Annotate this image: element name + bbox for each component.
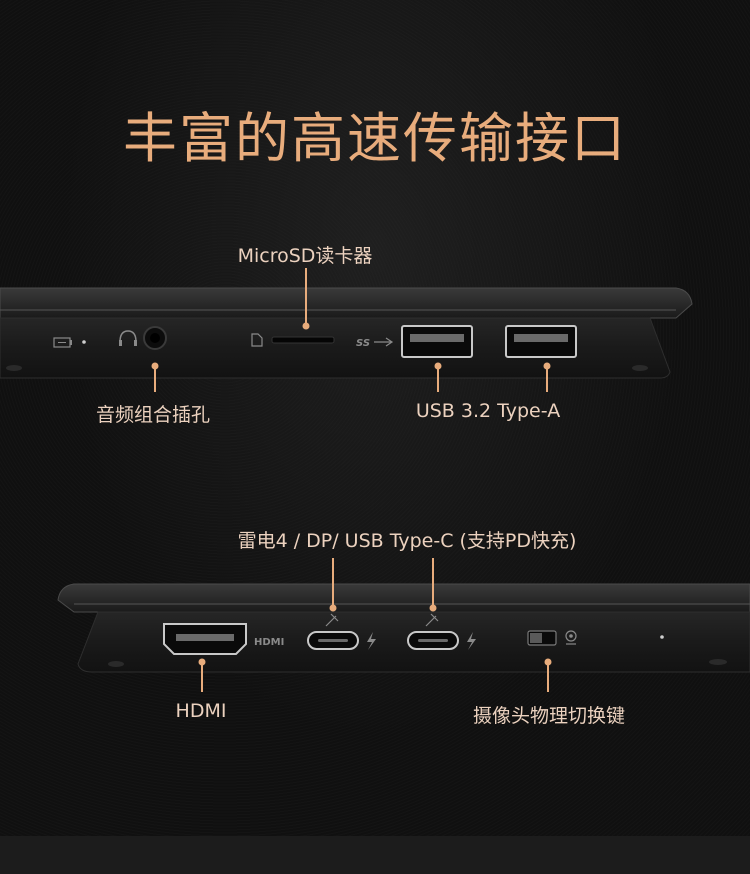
hdmi-port <box>163 623 247 655</box>
usb-a-port-1 <box>401 325 473 358</box>
thunderbolt-pointer-2 <box>429 558 437 612</box>
thunderbolt-label: 雷电4 / DP/ USB Type-C (支持PD快充) <box>237 530 577 552</box>
audio-pointer <box>151 362 159 392</box>
webcam-icon <box>565 630 577 645</box>
usb-superspeed-icon: SS <box>356 337 394 349</box>
page-title: 丰富的高速传输接口 <box>123 107 627 171</box>
usb-a-label: USB 3.2 Type-A <box>415 400 561 422</box>
microsd-slot <box>271 336 335 344</box>
audio-jack-label: 音频组合插孔 <box>95 404 211 426</box>
battery-icon <box>53 337 72 348</box>
audio-jack <box>143 326 167 350</box>
background <box>0 0 750 836</box>
headphone-icon <box>119 330 137 346</box>
svg-text:SS: SS <box>356 338 370 349</box>
webcam-switch <box>527 630 557 646</box>
laptop-top-side <box>0 287 693 379</box>
hdmi-label: HDMI <box>175 700 227 722</box>
hdmi-pointer <box>198 658 206 692</box>
webcam-switch-pointer <box>544 658 552 692</box>
usb-c-port-2 <box>407 631 459 650</box>
usb-a-pointer-1 <box>434 362 442 392</box>
thunderbolt-icon-2 <box>467 632 476 650</box>
charge-plug-icon-1 <box>325 613 339 627</box>
usb-c-port-1 <box>307 631 359 650</box>
status-led-2 <box>660 635 664 639</box>
svg-text:HDMI: HDMI <box>254 637 284 648</box>
hdmi-logo-icon: HDMI <box>254 637 284 648</box>
laptop-illustration: SS HDMI <box>0 268 750 692</box>
usb-a-port-2 <box>505 325 577 358</box>
webcam-switch-label: 摄像头物理切换键 <box>472 705 626 727</box>
microsd-label: MicroSD读卡器 <box>237 245 373 267</box>
sd-card-icon <box>251 333 263 347</box>
bottom-band <box>0 836 750 874</box>
charge-plug-icon-2 <box>425 613 439 627</box>
thunderbolt-pointer-1 <box>329 558 337 612</box>
thunderbolt-icon <box>367 632 376 650</box>
microsd-pointer <box>302 268 310 330</box>
usb-a-pointer-2 <box>543 362 551 392</box>
laptop-bottom-side <box>57 583 750 673</box>
status-led <box>82 340 86 344</box>
